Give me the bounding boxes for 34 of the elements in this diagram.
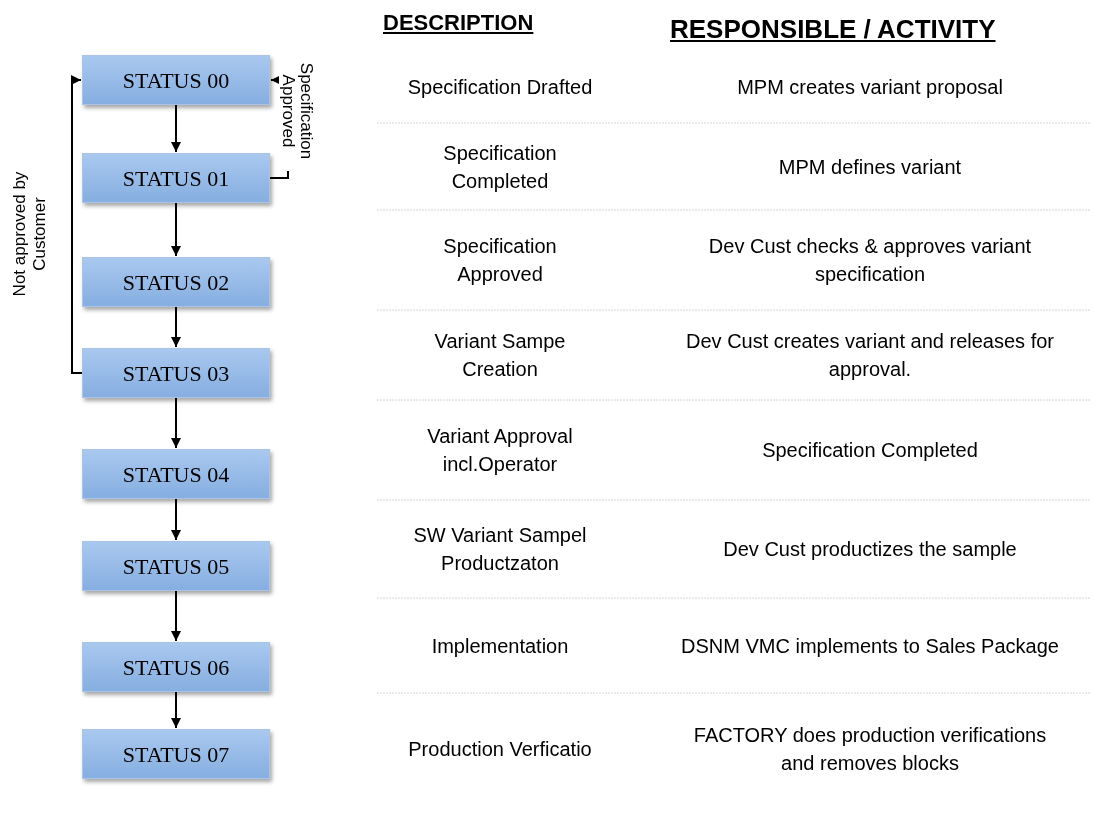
arrow <box>171 397 181 449</box>
activity-text: FACTORY does production verifications and removes blocks <box>692 723 1048 776</box>
status-box: STATUS 05 <box>82 541 270 591</box>
activity-text: Dev Cust productizes the sample <box>723 537 1017 562</box>
description-text: Variant Sampe Creation <box>433 329 567 382</box>
description-text: Specification Drafted <box>406 74 594 100</box>
column-heading: RESPONSIBLE / ACTIVITY <box>670 13 996 46</box>
activity-text: Dev Cust checks & approves variant specification <box>707 234 1033 287</box>
description-text: SW Variant Sampel Productzaton <box>412 523 588 576</box>
status-box: STATUS 07 <box>82 729 270 779</box>
arrow <box>171 306 181 348</box>
status-box: STATUS 04 <box>82 449 270 499</box>
status-box: STATUS 06 <box>82 642 270 692</box>
description-text: Implementation <box>430 633 570 659</box>
activity-text: MPM defines variant <box>778 154 962 180</box>
arrow <box>171 590 181 642</box>
status-box: STATUS 03 <box>82 348 270 398</box>
status-box: STATUS 02 <box>82 257 270 307</box>
arrow <box>171 104 181 153</box>
status-box: STATUS 01 <box>82 153 270 203</box>
description-text: Specification Completed <box>442 140 558 194</box>
description-text: Production Verficatio <box>407 737 593 762</box>
column-heading: DESCRIPTION <box>383 9 534 37</box>
arrow <box>171 498 181 541</box>
status-box: STATUS 00 <box>82 55 270 105</box>
description-text: Variant Approval incl.Operator <box>426 424 574 477</box>
activity-text: Specification Completed <box>762 438 978 463</box>
arrow <box>171 202 181 257</box>
arrow <box>171 691 181 729</box>
activity-text: Dev Cust creates variant and releases for approval. <box>685 329 1055 382</box>
description-text: Specification Approved <box>442 234 558 287</box>
activity-text: DSNM VMC implements to Sales Package <box>681 633 1059 659</box>
activity-text: MPM creates variant proposal <box>737 74 1003 100</box>
arrow <box>71 75 83 374</box>
